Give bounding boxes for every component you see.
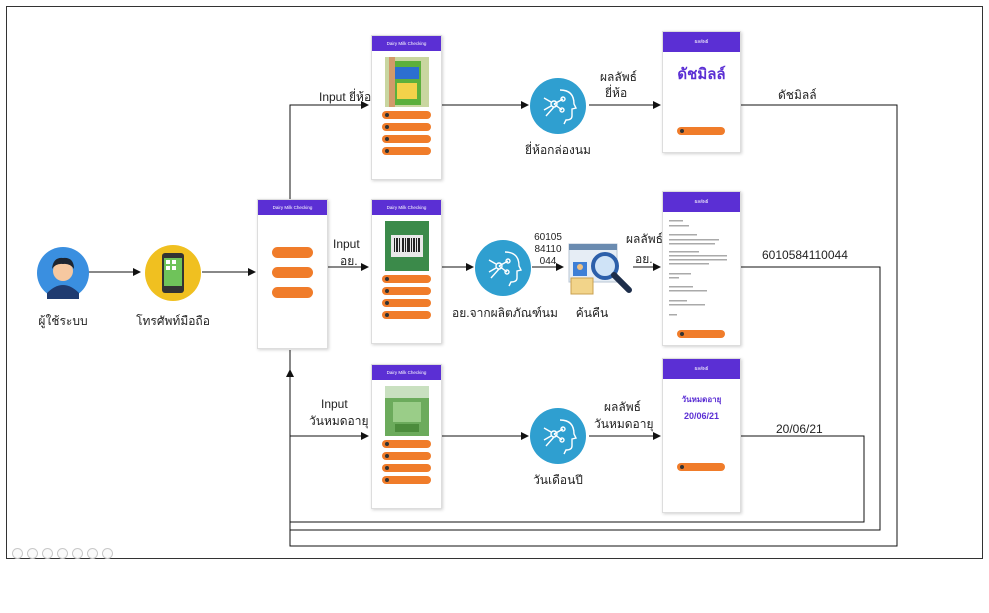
result-header: ผลลัพธ์ [663, 32, 740, 52]
phone-input-oy: Dairy Milk Checking [371, 199, 442, 344]
menu-pill[interactable] [382, 287, 431, 295]
back-button[interactable] [677, 330, 725, 338]
result-exp-title: วันหมดอายุ [681, 395, 722, 404]
ai-brain-icon [530, 78, 586, 134]
menu-pill[interactable] [382, 311, 431, 319]
ai-brain-glyph-icon [488, 251, 523, 287]
input-oy-label-2: อย. [340, 254, 358, 268]
phone-input-exp: Dairy Milk Checking [371, 364, 442, 509]
phone-title: Dairy Milk Checking [372, 36, 441, 51]
phone-input-brand: Dairy Milk Checking [371, 35, 442, 180]
menu-pill[interactable] [382, 135, 431, 143]
result-oy-label-1: ผลลัพธ์ [626, 232, 663, 246]
slide-grid-button[interactable] [57, 548, 68, 559]
line-out-oy [290, 266, 881, 531]
menu-pill[interactable] [382, 123, 431, 131]
slide-subtitle-button[interactable] [87, 548, 98, 559]
menu-pill[interactable] [382, 147, 431, 155]
oy-number-2: 84110 [534, 244, 562, 255]
result-brand-label-2: ยี่ห้อ [605, 86, 628, 100]
menu-pill[interactable] [382, 111, 431, 119]
result-oy-label-2: อย. [635, 252, 653, 266]
back-button[interactable] [677, 127, 725, 135]
slide-pen-button[interactable] [42, 548, 53, 559]
out-brand-label: ดัชมิลล์ [778, 88, 817, 102]
phone-result-oy: ผลลัพธ์ [662, 191, 741, 346]
menu-pill[interactable] [272, 267, 313, 278]
ai-date-label: วันเดือนปี [533, 473, 583, 487]
phone-result-brand: ผลลัพธ์ ดัชมิลล์ [662, 31, 741, 153]
ai-brand-label: ยี่ห้อกล่องนม [525, 143, 591, 157]
menu-pill[interactable] [272, 287, 313, 298]
ai-brain-icon [530, 408, 586, 464]
expiry-photo-icon [384, 386, 429, 436]
line-out-brand [286, 104, 898, 547]
phone-result-exp: ผลลัพธ์ วันหมดอายุ 20/06/21 [662, 358, 741, 513]
branch-brand [289, 101, 369, 235]
result-brand-text: ดัชมิลล์ [677, 66, 726, 83]
menu-pill[interactable] [382, 464, 431, 472]
user-avatar-icon [37, 247, 89, 299]
ai-brain-glyph-icon [543, 419, 578, 455]
menu-pill[interactable] [382, 299, 431, 307]
oy-number-1: 60105 [534, 232, 562, 243]
ai-brain-glyph-icon [543, 89, 578, 125]
result-brand-label-1: ผลลัพธ์ [600, 70, 637, 84]
mobile-phone-icon [145, 245, 201, 301]
result-header: ผลลัพธ์ [663, 359, 740, 379]
menu-pill[interactable] [272, 247, 313, 258]
input-exp-label-2: วันหมดอายุ [309, 414, 369, 428]
slide-zoom-button[interactable] [72, 548, 83, 559]
out-oy-label: 6010584110044 [762, 248, 848, 262]
menu-pill[interactable] [382, 275, 431, 283]
phone-title: Dairy Milk Checking [372, 365, 441, 380]
user-label: ผู้ใช้ระบบ [38, 314, 88, 328]
menu-pill[interactable] [382, 440, 431, 448]
oy-number-3: 044 [539, 256, 557, 267]
out-exp-label: 20/06/21 [776, 422, 823, 436]
app-title: Dairy Milk Checking [258, 200, 327, 215]
result-text-lines [669, 220, 727, 316]
app-main-screen: Dairy Milk Checking [257, 199, 328, 349]
barcode-photo-icon [384, 221, 429, 271]
search-magnifier-icon [568, 243, 632, 295]
input-brand-label: Input ยี่ห้อ [319, 90, 372, 104]
line-out-exp [290, 435, 865, 523]
slide-menu-button[interactable] [102, 548, 113, 559]
result-exp-value: 20/06/21 [683, 411, 720, 421]
connectors [88, 101, 898, 547]
mobile-label: โทรศัพท์มือถือ [136, 314, 210, 328]
result-exp-label-2: วันหมดอายุ [594, 417, 654, 431]
result-exp-label-1: ผลลัพธ์ [604, 400, 641, 414]
search-label: ค้นคืน [575, 306, 609, 320]
result-header: ผลลัพธ์ [663, 192, 740, 212]
slide-prev-button[interactable] [12, 548, 23, 559]
slide-next-button[interactable] [27, 548, 38, 559]
input-oy-label-1: Input [333, 237, 360, 251]
ai-brain-icon [475, 240, 531, 296]
input-exp-label-1: Input [321, 397, 348, 411]
menu-pill[interactable] [382, 452, 431, 460]
back-button[interactable] [677, 463, 725, 471]
milk-box-photo-icon [384, 57, 429, 107]
menu-pill[interactable] [382, 476, 431, 484]
ai-oy-label: อย.จากผลิตภัณฑ์นม [452, 306, 558, 320]
phone-title: Dairy Milk Checking [372, 200, 441, 215]
